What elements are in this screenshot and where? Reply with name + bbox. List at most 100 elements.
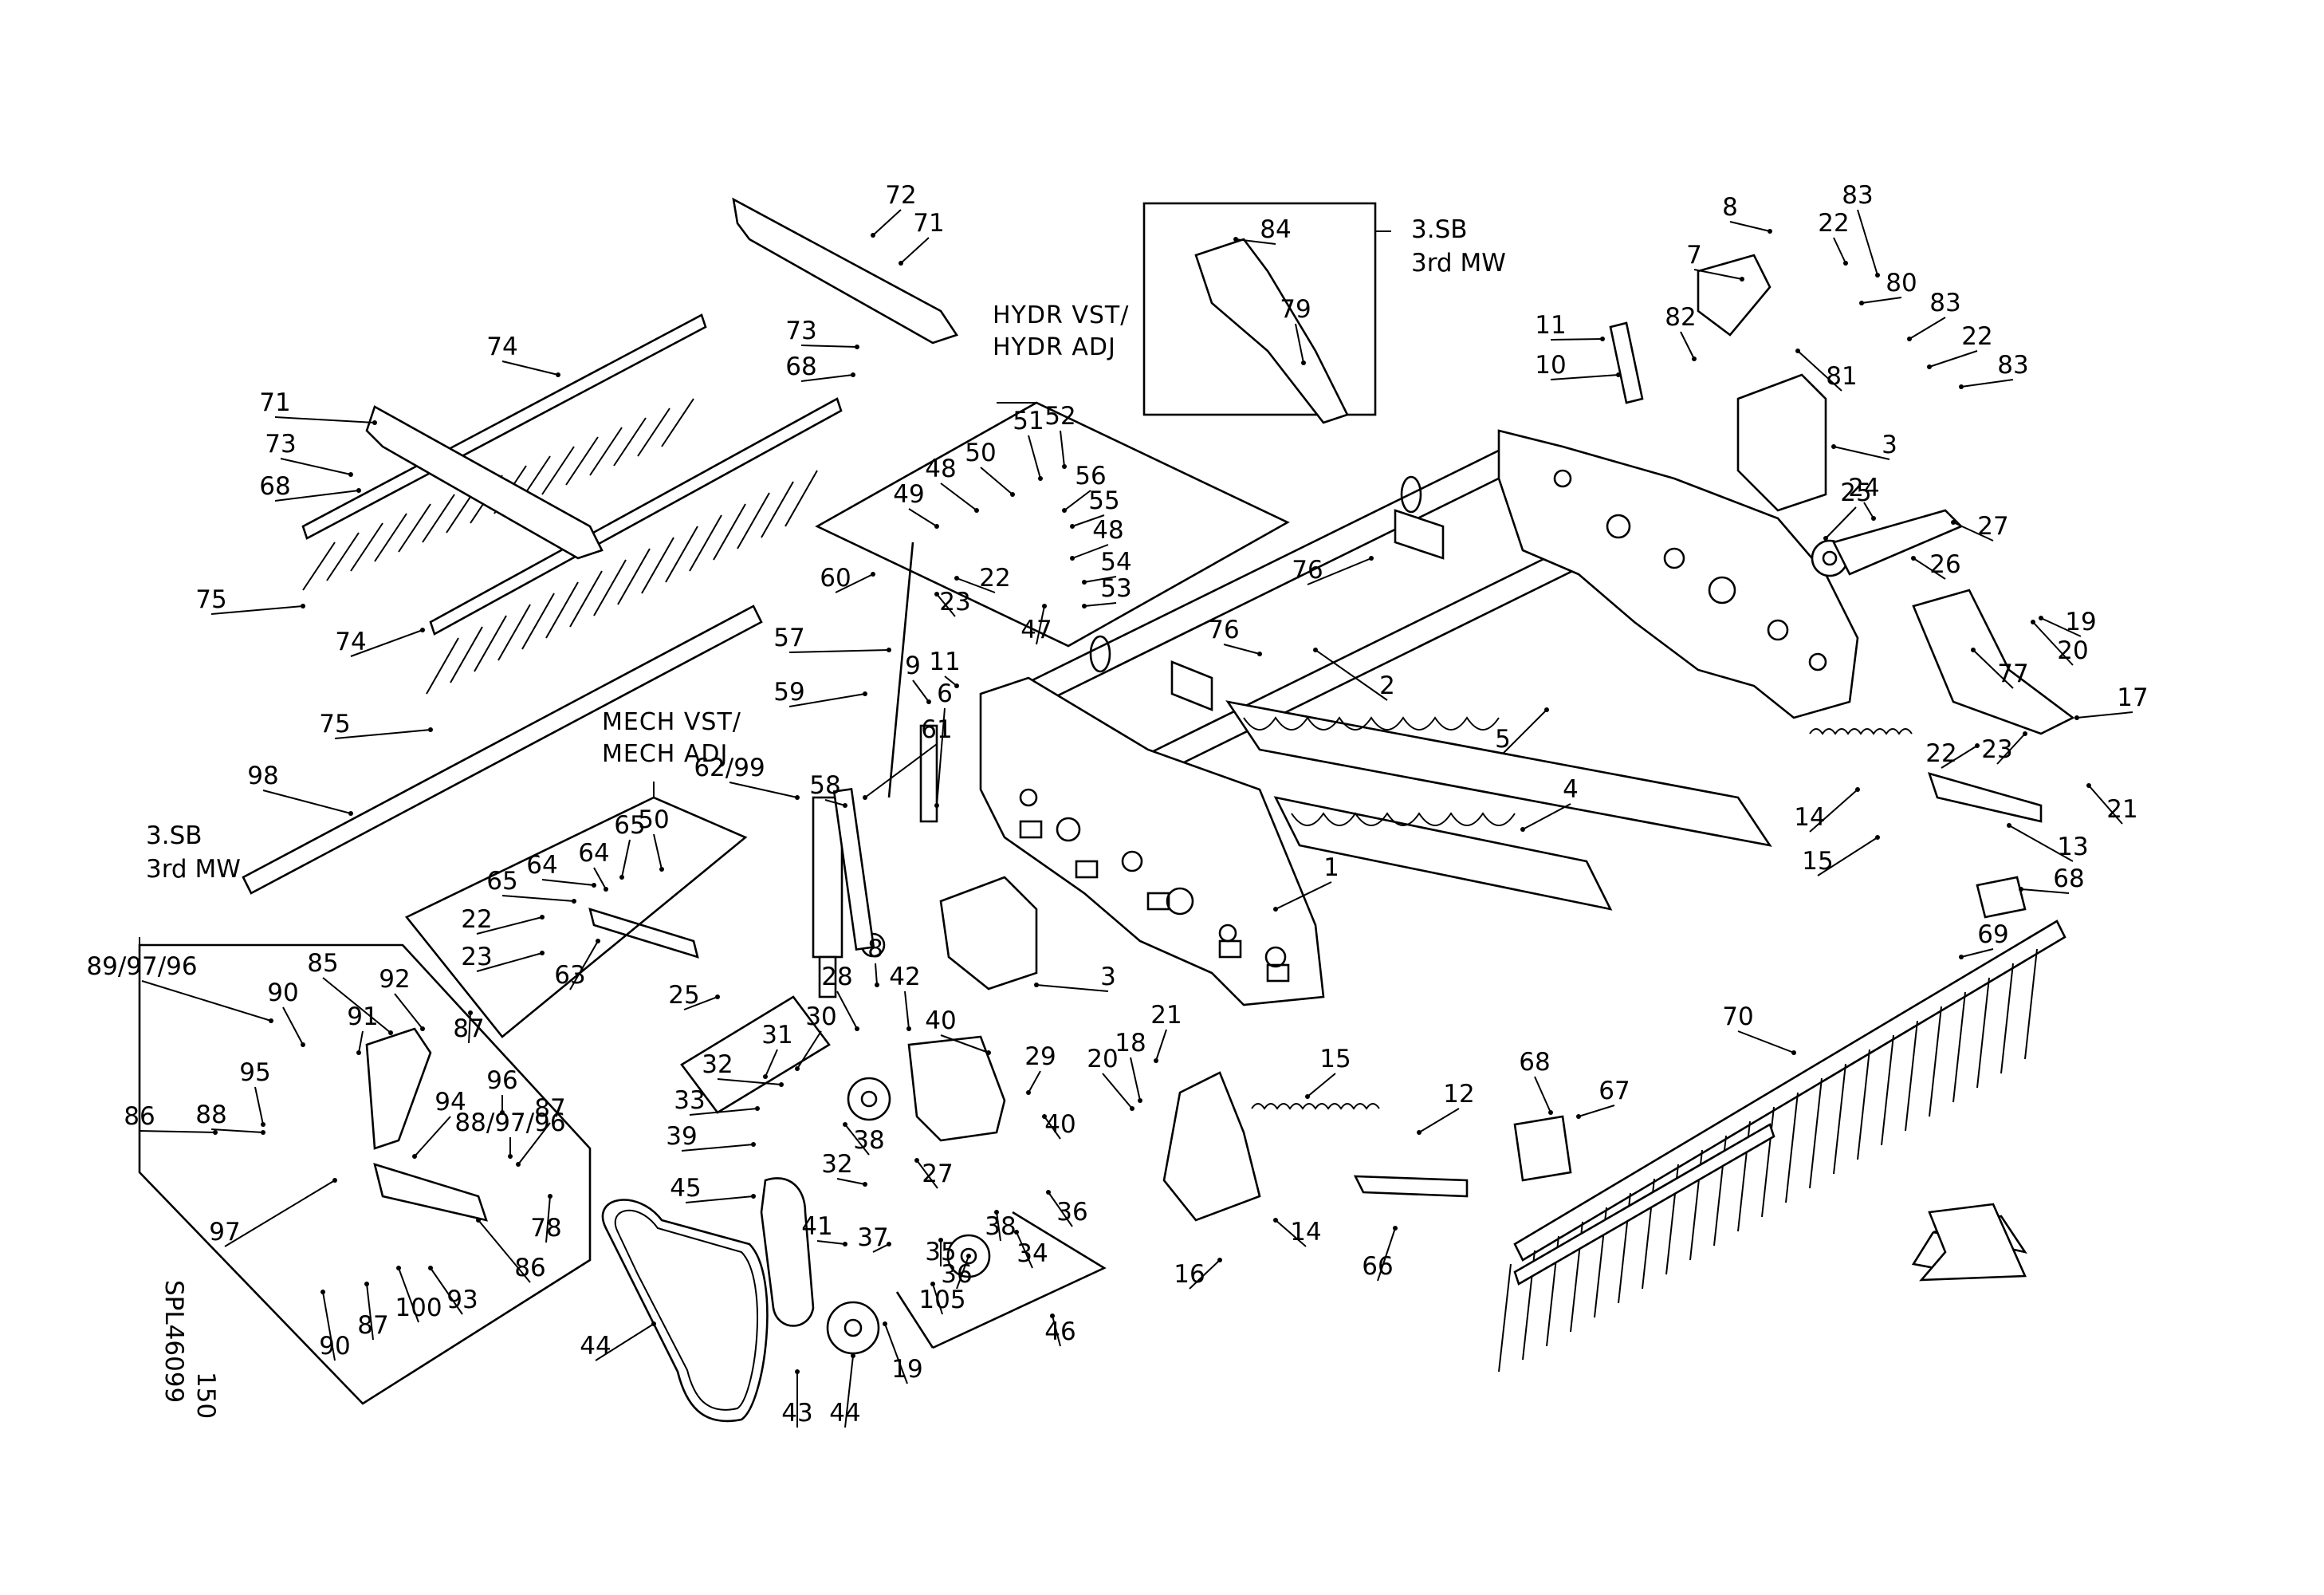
callout-leader-end [269,1018,273,1023]
callout-leader [2076,711,2133,719]
callout-number: 22 [1961,322,1992,351]
callout: 86 [124,1102,218,1135]
callout-number: 68 [785,352,816,381]
callout-leader [210,1128,264,1133]
callout-leader-end [1257,652,1262,656]
callout-leader-end [871,572,875,577]
callout: 11 [1535,311,1605,341]
callout: 45 [670,1174,756,1203]
callout: 36 [1046,1190,1088,1227]
callout-number: 63 [554,961,585,990]
callout-leader [944,675,958,687]
callout: 53 [1082,574,1132,608]
callout-number: 61 [921,715,952,744]
callout-number: 82 [1665,303,1696,332]
callout-number: 65 [614,811,645,840]
callout-number: 20 [1087,1045,1118,1073]
callout: 37 [857,1223,891,1253]
callout: 10 [1535,351,1621,380]
callout-leader-end [1576,1114,1581,1119]
callout-leader [139,1130,216,1133]
callout-leader [1307,557,1372,585]
callout: 58 [809,771,847,808]
mech-label-line2: MECH ADJ [602,740,728,768]
callout-number: 98 [247,762,278,790]
callout-leader [1578,1105,1615,1117]
callout-leader [936,707,946,806]
callout-leader-end [1692,356,1697,361]
callout-leader-end [1871,516,1876,521]
callout-leader-end [763,1074,768,1079]
callout: 8 [1722,193,1772,234]
group-frames [138,202,1391,1405]
callout-leader-end [356,1050,361,1055]
callout-leader [1235,238,1276,245]
callout-leader [1052,1315,1061,1347]
callout-leader-end [751,1194,756,1199]
callout-leader-end [1417,1130,1422,1135]
callout-number: 95 [239,1058,270,1087]
drive-components-drawing [365,254,2075,1423]
callout-leader [980,467,1013,495]
callout-number: 45 [670,1174,701,1203]
callout-leader [1929,350,1978,368]
callout-number: 68 [259,472,290,501]
callout-number: 100 [395,1294,442,1322]
callout-number: 44 [580,1332,611,1361]
callout: 70 [1722,1002,1796,1055]
callout-number: 84 [1260,215,1291,244]
callout-number: 37 [857,1223,888,1252]
callout-number: 49 [893,480,924,509]
callout-leader-end [348,811,353,816]
callout-leader-end [883,1321,887,1326]
callout: 33 [674,1086,760,1116]
callout-leader [476,952,543,972]
callout-leader-end [899,261,903,266]
callout-leader [816,1240,846,1245]
callout-leader [653,833,663,870]
callout-leader-end [1795,349,1800,353]
callout: 40 [1042,1110,1076,1140]
callout-number: 51 [1013,407,1044,435]
callout: 68 [785,352,855,382]
callout: 44 [580,1321,656,1361]
callout-leader [141,980,272,1022]
callout: 44 [829,1353,861,1428]
callout-leader-end [715,994,720,999]
callout-leader-end [871,233,875,238]
callout-leader-end [213,1130,218,1135]
callout-leader [796,1030,822,1069]
callout-number: 80 [1886,269,1917,297]
callout: 30 [795,1002,837,1071]
callout-leader [210,605,304,615]
callout-number: 36 [941,1260,972,1289]
callout-leader-end [1138,1098,1142,1103]
main-frame-drawing [979,429,1859,1006]
callout-number: 43 [781,1399,812,1428]
callout: 31 [761,1021,793,1079]
callout-leader [595,1323,655,1361]
callout-leader-end [2023,731,2027,736]
callout-leader-end [556,372,560,377]
callout-leader [904,990,910,1030]
callout-number: 14 [1794,803,1825,832]
callout-number: 91 [347,1002,378,1031]
callout: 48 [925,455,979,513]
callout-number: 71 [259,388,290,417]
callout-number: 87 [534,1094,565,1123]
callout-number: 86 [124,1102,155,1131]
callout-leader-end [500,1110,505,1115]
callout-number: 22 [461,905,492,934]
callout-leader-end [301,604,305,608]
callout-leader [1418,1108,1460,1133]
callout: 84 [1233,215,1292,245]
callout-leader-end [1305,1094,1310,1099]
callout: 74 [335,628,425,657]
callout-number: 81 [1826,362,1857,391]
callout-leader [1857,209,1878,276]
callout-number: 35 [925,1238,956,1266]
callout-leader [2008,825,2074,862]
callout-leader [956,1255,969,1290]
callout-number: 22 [1925,739,1956,768]
callout-number: 50 [965,439,996,467]
